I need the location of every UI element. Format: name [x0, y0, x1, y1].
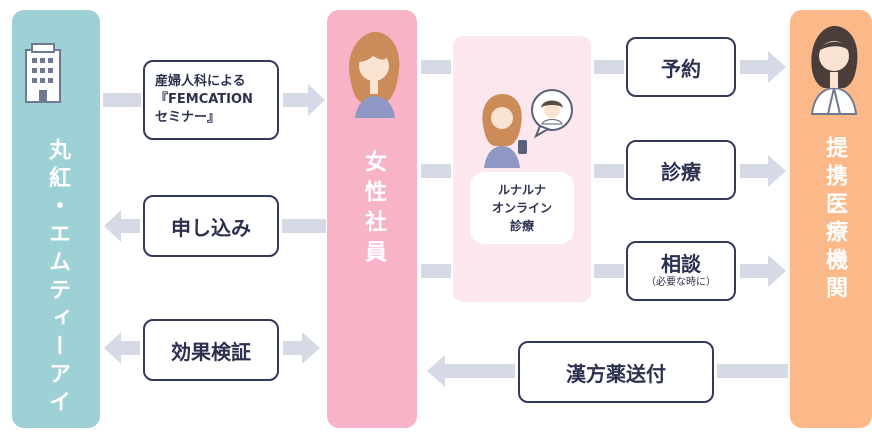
arrow-women-to-online-1 [421, 60, 451, 74]
arrow-online-to-reserve [594, 60, 624, 74]
partner-clinic-label: 提携医療機関 [822, 136, 847, 304]
company-label: 丸紅・エムティーアイ [45, 138, 70, 418]
arrow-women-to-online-3 [421, 264, 451, 278]
consult-box: 相談 （必要な時に） [626, 241, 736, 301]
online-consultation-label: ルナルナ オンライン 診療 [470, 172, 574, 244]
arrow-consult-to-clinic [740, 255, 786, 287]
arrow-verify-right [283, 332, 320, 364]
arrow-seminar-to-women [283, 84, 325, 116]
arrow-clinic-to-kampo [717, 364, 788, 378]
consult-note: （必要な時に） [646, 277, 716, 288]
arrow-company-to-seminar [103, 93, 141, 107]
reserve-box: 予約 [626, 37, 736, 97]
online-consultation-column [453, 36, 591, 302]
woman-avatar-icon [349, 32, 400, 118]
arrow-reserve-to-clinic [740, 51, 786, 83]
treatment-box: 診療 [626, 140, 736, 200]
kampo-delivery-box: 漢方薬送付 [518, 341, 714, 403]
arrow-women-to-apply [282, 219, 326, 233]
building-icon [25, 43, 61, 103]
arrow-women-to-online-2 [421, 164, 451, 178]
arrow-kampo-left [427, 355, 515, 387]
woman-phone-doctor-chat-icon [482, 89, 573, 168]
arrow-online-to-consult [594, 264, 624, 278]
apply-box: 申し込み [143, 195, 279, 257]
women-employees-label: 女性社員 [361, 150, 386, 270]
verify-box: 効果検証 [143, 319, 279, 381]
arrow-treat-to-clinic [740, 155, 786, 187]
arrow-apply-to-company [104, 210, 140, 242]
arrow-verify-left [104, 332, 140, 364]
doctor-avatar-icon [810, 26, 858, 115]
consult-label: 相談 [661, 252, 701, 276]
arrow-online-to-treat [594, 164, 624, 178]
seminar-box: 産婦人科による 『FEMCATION セミナー』 [143, 60, 279, 140]
